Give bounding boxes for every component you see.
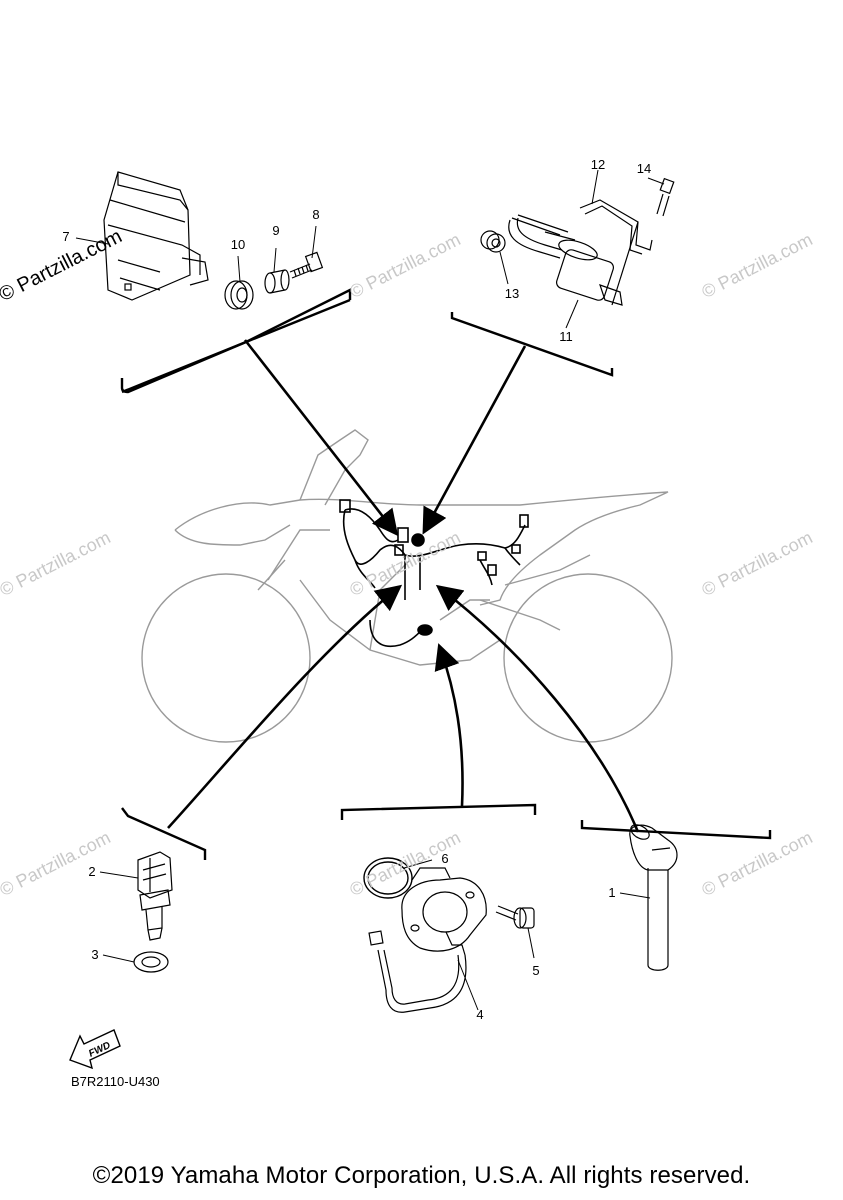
bolt-part-8 (289, 251, 324, 279)
grommet-part-10 (224, 280, 254, 310)
callout-5: 5 (532, 963, 540, 978)
copyright-notice: ©2019 Yamaha Motor Corporation, U.S.A. A… (92, 1162, 751, 1189)
fwd-arrow-icon: FWD (69, 1029, 121, 1070)
collar-part-9 (264, 269, 290, 294)
bolt-part-14 (656, 177, 675, 217)
motorcycle-outline (141, 429, 673, 743)
callout-7: 7 (62, 229, 70, 244)
cdi-unit-part-7 (103, 171, 209, 301)
fwd-label: FWD (87, 1040, 112, 1060)
switch-part-4 (368, 867, 487, 1013)
callout-13: 13 (504, 286, 520, 301)
ignition-coil-part-11 (508, 214, 623, 306)
grommet-part-13 (480, 230, 506, 253)
spark-plug-cap-part-1 (629, 824, 678, 971)
callout-3: 3 (91, 947, 99, 962)
wiring-harness (339, 499, 529, 647)
bolt-part-5 (495, 905, 535, 929)
callout-leaders (75, 169, 665, 1011)
drawing-code: B7R2110-U430 (71, 1074, 160, 1089)
o-ring-part-6 (363, 857, 413, 899)
callout-8: 8 (312, 207, 320, 222)
callout-1: 1 (608, 885, 616, 900)
bracket-part-12 (579, 199, 653, 306)
leader-arrows (167, 339, 640, 833)
temperature-sensor-part-2 (137, 851, 173, 941)
callout-9: 9 (272, 223, 280, 238)
group-brackets (120, 288, 772, 860)
callout-14: 14 (636, 161, 652, 176)
callout-6: 6 (441, 851, 449, 866)
callout-11: 11 (559, 329, 573, 344)
callout-2: 2 (88, 864, 96, 879)
callout-10: 10 (230, 237, 246, 252)
callout-12: 12 (590, 157, 606, 172)
washer-part-3 (133, 951, 169, 973)
callout-4: 4 (476, 1007, 484, 1022)
